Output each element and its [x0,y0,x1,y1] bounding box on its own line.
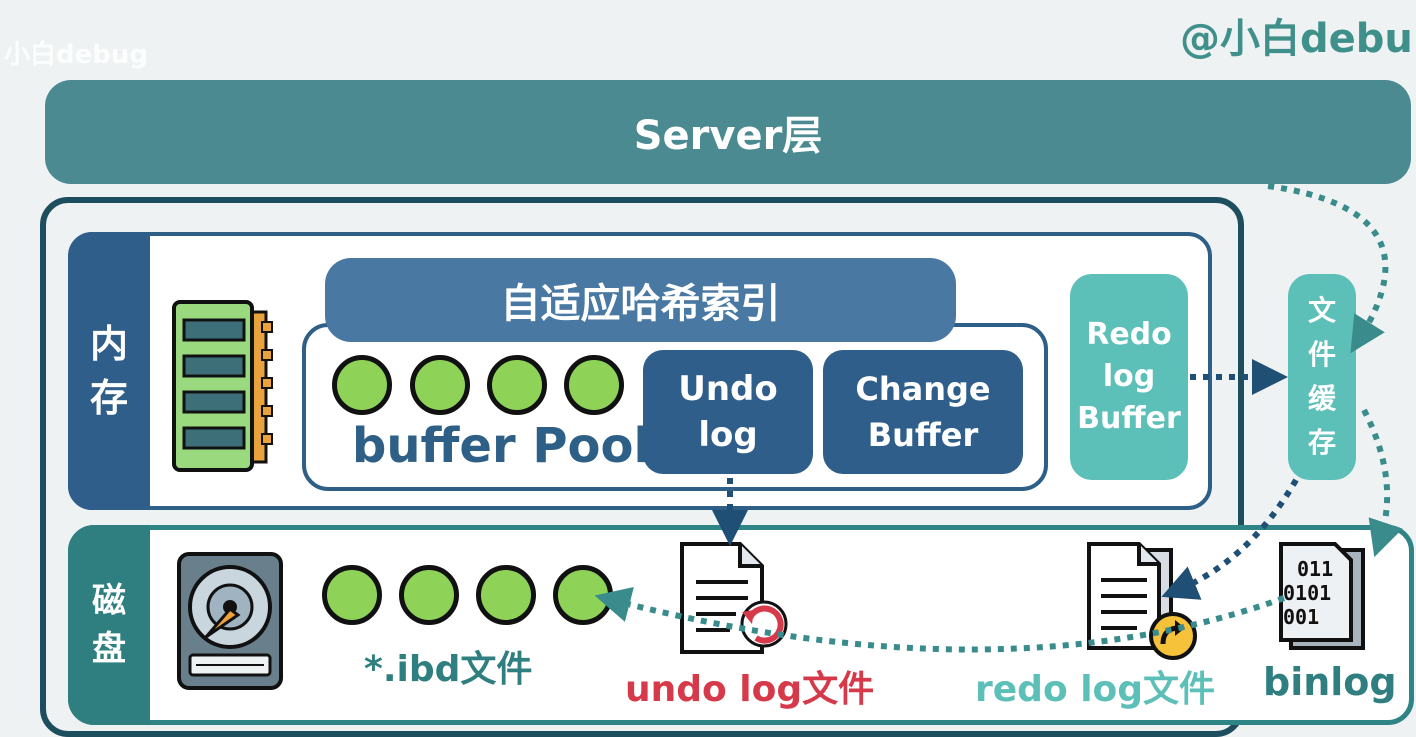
hard-disk-icon [177,552,283,690]
redo-log-buffer-box: Redo log Buffer [1070,274,1188,480]
file-cache-char-3: 缓 [1307,382,1336,415]
redo-log-file-label: redo log文件 [975,669,1216,710]
document-redo-icon [1087,542,1197,660]
buffer-page-circle [564,355,624,415]
disk-label: 磁 盘 [68,525,150,725]
change-buffer-line-1: Change [855,370,991,408]
document-undo-icon [680,542,788,654]
server-to-cache-arrow [1267,183,1389,354]
binlog-label: binlog [1263,660,1397,704]
watermark-right: @小白debu [1180,16,1413,62]
recovery-arrow [594,587,1286,653]
ibd-file-label: *.ibd文件 [364,649,533,690]
binary-file-icon: 011 0101 001 [1279,542,1365,650]
redo-log-buffer-line-3: Buffer [1077,401,1181,436]
ibd-page-circle [399,565,459,625]
redo-log-buffer-line-1: Redo [1086,317,1172,352]
ibd-page-circle [322,565,382,625]
buffer-page-circle [332,355,392,415]
memory-label: 内 存 [68,232,150,510]
undo-log-line-1: Undo [678,369,778,409]
memory-label-char-2: 存 [89,376,128,420]
change-buffer-line-2: Buffer [867,416,979,454]
redo-log-buffer-line-2: log [1102,359,1156,394]
server-layer-box: Server层 [45,80,1411,184]
undo-log-line-2: log [698,415,758,455]
change-buffer-box: Change Buffer [823,350,1023,474]
memory-label-char-1: 内 [89,322,128,366]
undo-log-box: Undo log [643,350,813,474]
disk-label-char-2: 盘 [92,629,126,669]
file-cache-box: 文 件 缓 存 [1288,274,1356,480]
buffer-page-circle [410,355,470,415]
file-cache-char-2: 件 [1307,338,1336,371]
disk-label-char-1: 磁 [92,581,126,621]
undo-log-file-label: undo log文件 [625,669,875,710]
ram-stick-icon [172,300,273,472]
buffer-pool-label: buffer Pool [352,418,650,474]
ibd-page-circle [476,565,536,625]
cache-to-redo-file-arrow [1161,478,1299,600]
file-cache-char-1: 文 [1307,294,1336,327]
data-flow-arrows [594,183,1403,653]
binlog-bits-line-3: 001 [1283,605,1319,629]
server-layer-label: Server层 [633,113,823,159]
watermark-left: 小白debug [4,40,148,70]
file-cache-char-4: 存 [1307,426,1336,459]
buffer-page-circle [487,355,547,415]
ibd-page-circle [553,565,613,625]
adaptive-hash-index: 自适应哈希索引 [325,258,956,342]
binlog-bits-line-2: 0101 [1283,581,1331,605]
binlog-bits-line-1: 011 [1297,557,1333,581]
cache-to-binlog-arrow [1361,408,1403,558]
